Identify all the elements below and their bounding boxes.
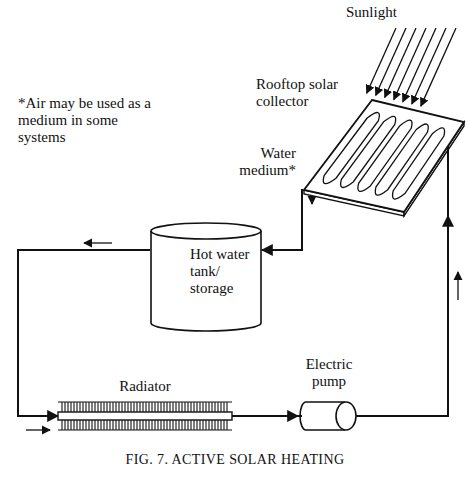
water-tank: Hot water tank/ storage (150, 222, 262, 332)
shape-outline (58, 400, 232, 432)
electric-pump: Electric pump (298, 398, 360, 434)
figure-caption: FIG. 7. ACTIVE SOLAR HEATING (0, 452, 470, 468)
pump-inlet (298, 415, 302, 417)
shape-outline (296, 96, 466, 216)
radiator: Radiator (58, 400, 232, 432)
pipe (232, 415, 298, 417)
flow-arrow (457, 272, 458, 300)
sun-ray (403, 28, 436, 102)
node-label: Hot water tank/ storage (190, 246, 252, 297)
collector-tube (393, 128, 445, 199)
tank-body (151, 231, 261, 331)
footnote: *Air may be used as a medium in some sys… (18, 95, 168, 146)
sun-ray (412, 28, 446, 104)
radiator-edge (58, 430, 232, 431)
label: Sunlight (346, 4, 436, 21)
collector-panel (304, 100, 464, 212)
sun-ray (394, 28, 426, 100)
radiator-edge (58, 402, 232, 403)
node-label: Radiator (58, 378, 232, 395)
node-label: Rooftop solar collector (256, 76, 368, 110)
flow-arrow (26, 429, 50, 430)
collector-tube (375, 124, 428, 195)
tank-top (151, 223, 261, 239)
label: Water medium* (228, 145, 296, 179)
pipe-stub (447, 146, 449, 216)
pipe (360, 216, 448, 416)
pump-outlet (356, 415, 360, 417)
radiator-tube (58, 412, 232, 420)
solar-collector: Rooftop solar collector (296, 96, 466, 216)
pipe (262, 216, 302, 250)
collector-tube (358, 120, 412, 191)
flow-arrow (84, 242, 112, 243)
collector-tube (341, 116, 396, 187)
sun-ray (421, 28, 456, 106)
node-label: Electric pump (292, 356, 366, 390)
flow-arrows (26, 180, 458, 430)
collector-tube (323, 112, 379, 183)
sunlight-rays (367, 28, 456, 106)
pump-end (336, 402, 356, 430)
shape-outline (298, 398, 360, 434)
sun-ray (385, 28, 416, 97)
pipe-stub (301, 189, 303, 216)
